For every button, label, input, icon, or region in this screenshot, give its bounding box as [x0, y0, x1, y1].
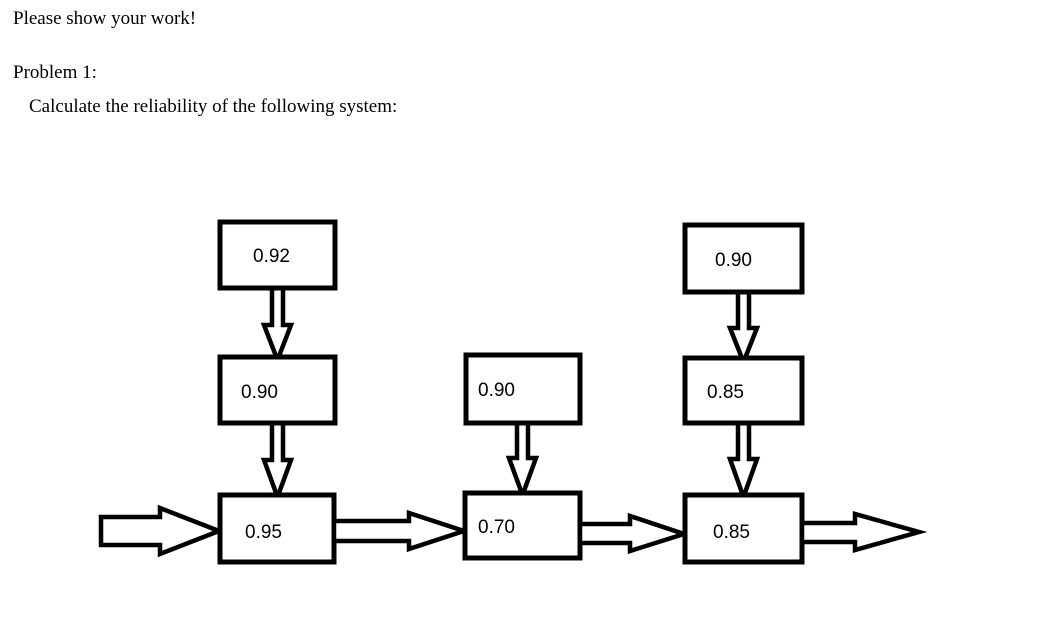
- block-0-90-left[interactable]: 0.90: [217, 354, 338, 426]
- block-label: 0.85: [707, 382, 744, 403]
- problem-heading: Problem 1:: [13, 62, 97, 83]
- output-arrow: [799, 511, 928, 553]
- problem-statement: Calculate the reliability of the followi…: [29, 96, 398, 117]
- connector-arrow-down-b2-b3: [260, 420, 295, 504]
- connector-arrow-right-b3-b5: [331, 509, 472, 553]
- block-label: 0.85: [713, 522, 750, 543]
- block-label: 0.90: [241, 382, 278, 403]
- connector-arrow-right-b5-b8: [577, 512, 692, 555]
- block-label: 0.90: [715, 250, 752, 271]
- block-0-92[interactable]: 0.92: [217, 219, 338, 291]
- block-0-90-right[interactable]: 0.90: [682, 222, 805, 295]
- input-arrow: [98, 504, 226, 558]
- connector-arrow-down-b6-b7: [726, 289, 761, 369]
- block-label: 0.70: [478, 517, 515, 538]
- connector-arrow-down-b7-b8: [726, 420, 761, 504]
- block-label: 0.95: [245, 522, 282, 543]
- block-0-95[interactable]: 0.95: [217, 492, 337, 565]
- block-label: 0.90: [478, 380, 515, 401]
- connector-arrow-down-b4-b5: [505, 420, 540, 502]
- instruction-line: Please show your work!: [13, 8, 197, 29]
- block-0-90-middle[interactable]: 0.90: [463, 352, 583, 426]
- block-0-85-middle[interactable]: 0.85: [682, 355, 805, 426]
- block-0-70[interactable]: 0.70: [462, 490, 583, 561]
- block-0-85-bottom[interactable]: 0.85: [682, 492, 805, 565]
- problem-text: Please show your work! Problem 1: Calcul…: [13, 2, 913, 124]
- connector-arrow-down-b1-b2: [260, 285, 295, 367]
- block-label: 0.92: [253, 246, 290, 267]
